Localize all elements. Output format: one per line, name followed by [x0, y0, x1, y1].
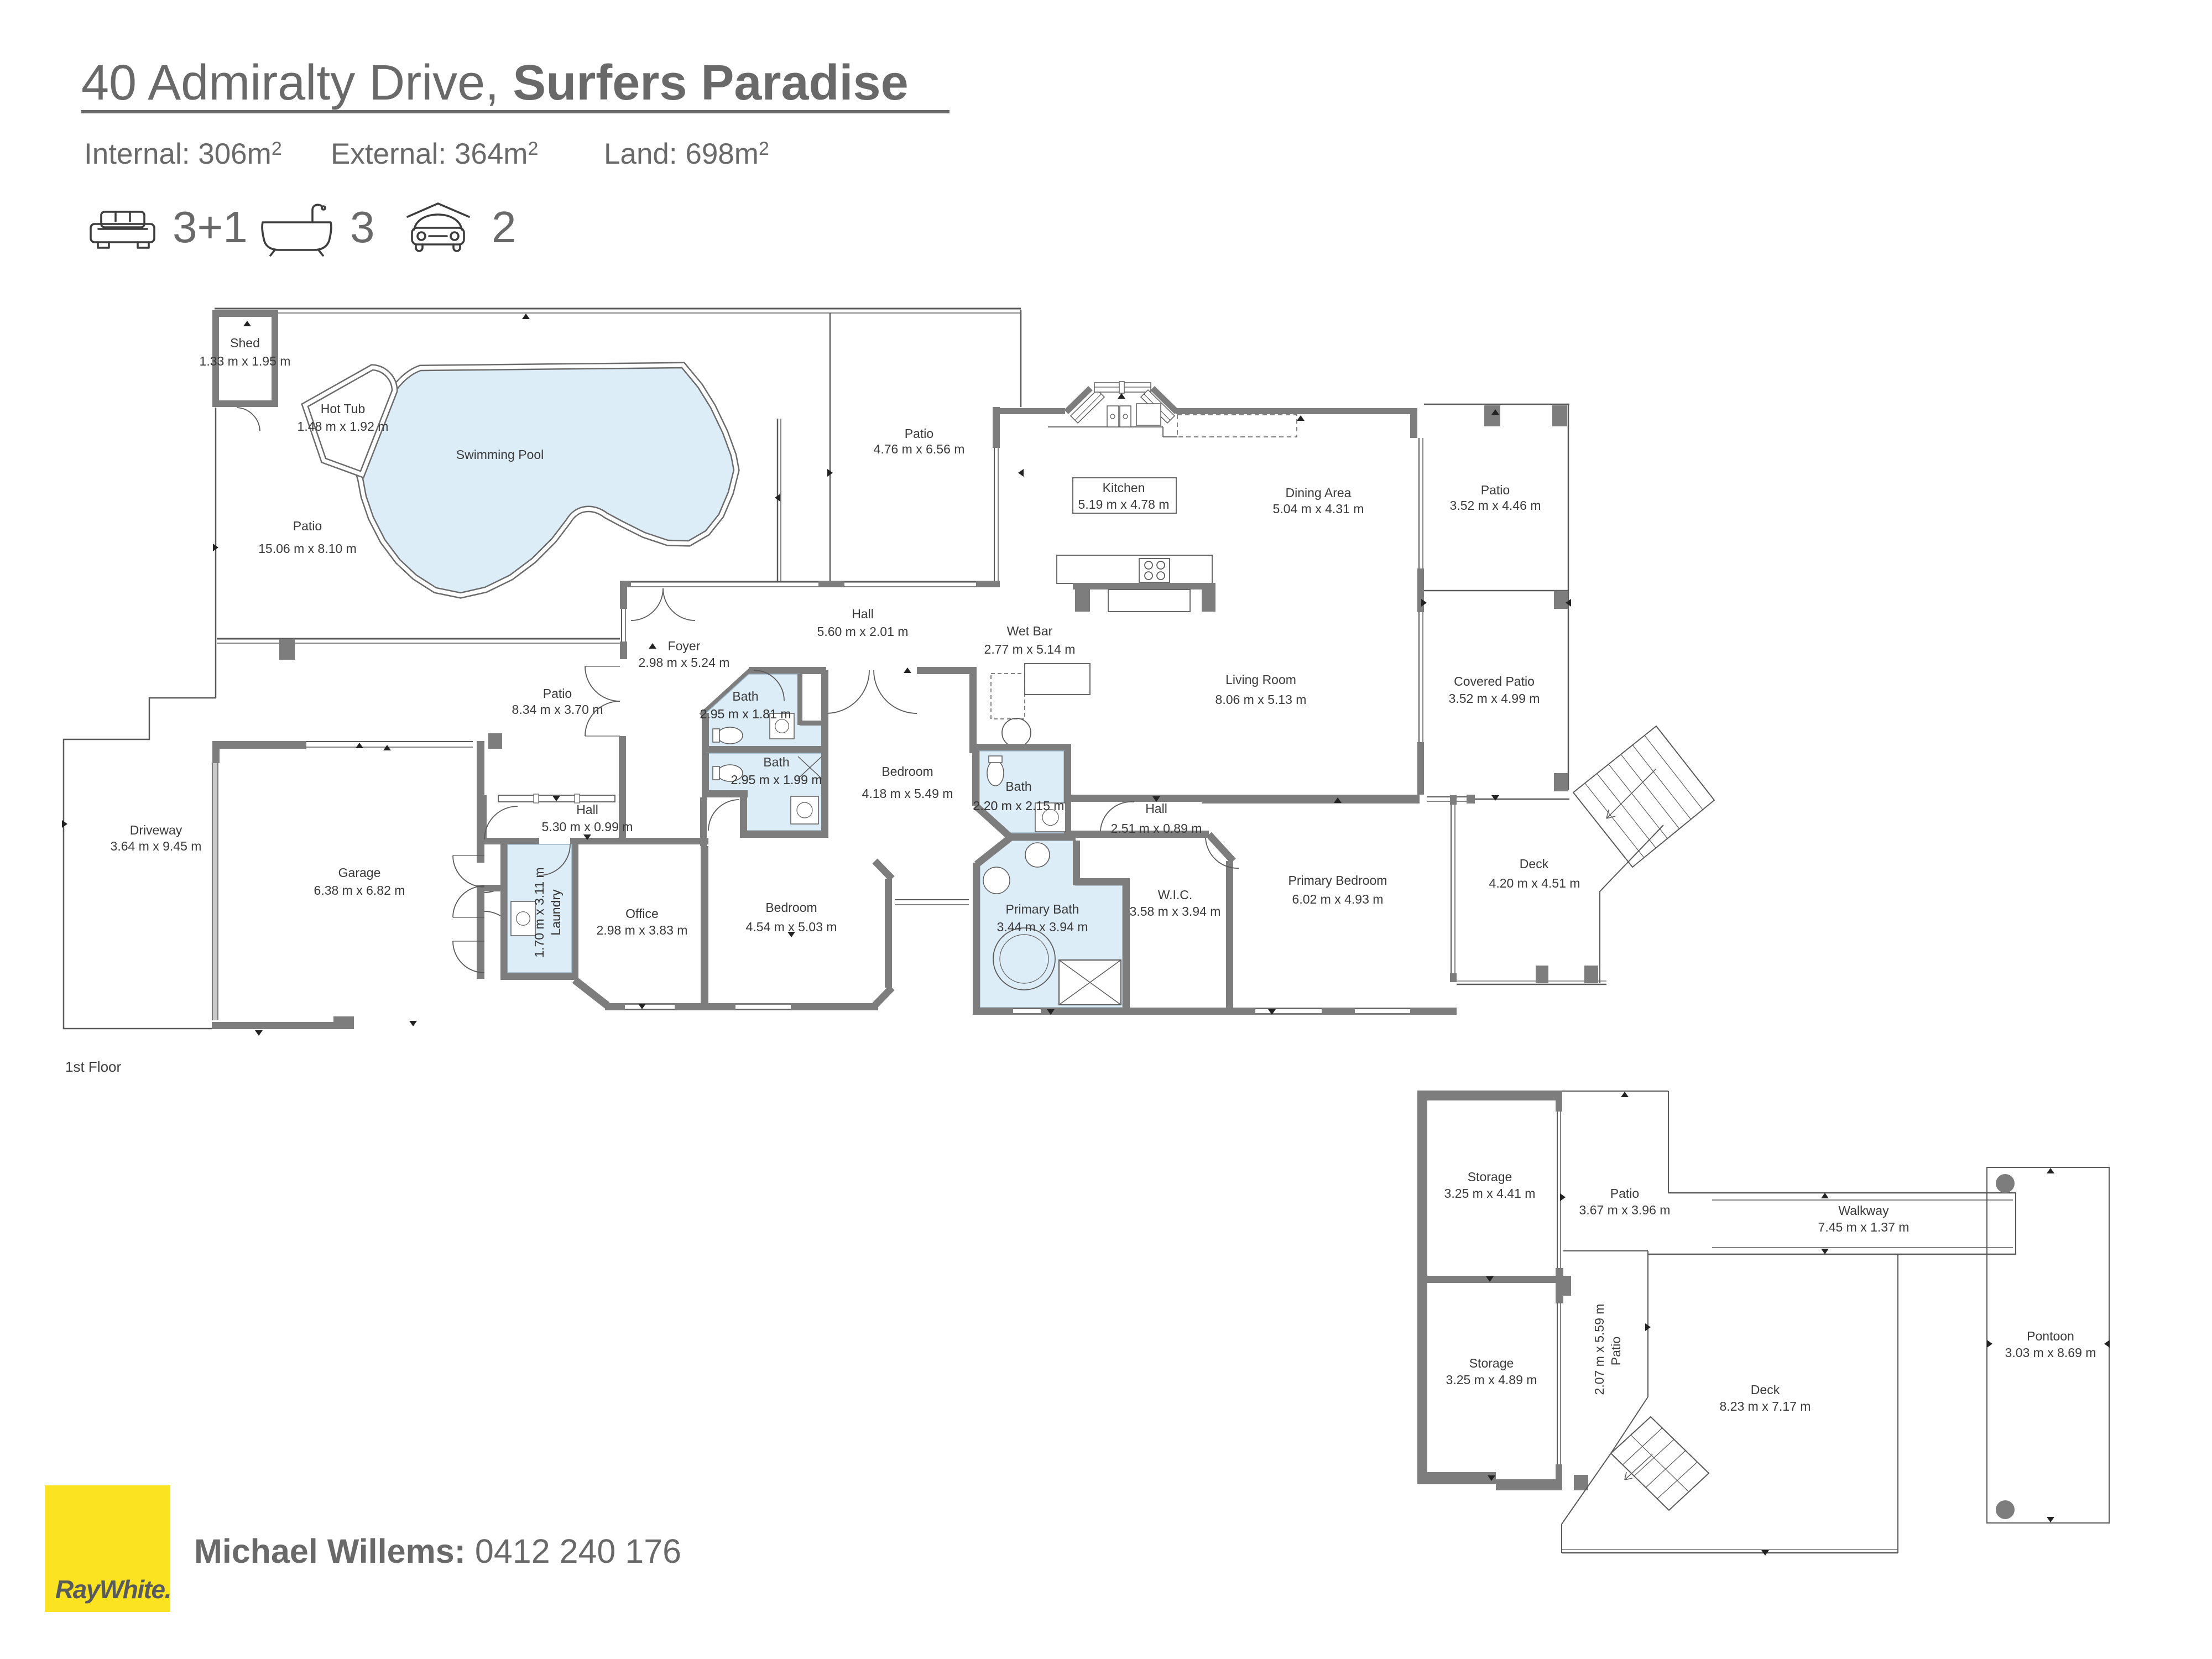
svg-text:Bath: Bath — [732, 689, 758, 703]
svg-text:8.34 m x 3.70 m: 8.34 m x 3.70 m — [512, 702, 603, 717]
svg-text:3.44 m x 3.94 m: 3.44 m x 3.94 m — [997, 920, 1088, 934]
svg-text:Patio: Patio — [1609, 1337, 1623, 1365]
svg-text:Shed: Shed — [230, 336, 260, 350]
svg-text:4.20 m x 4.51 m: 4.20 m x 4.51 m — [1489, 876, 1580, 890]
svg-text:7.45 m x 1.37 m: 7.45 m x 1.37 m — [1818, 1220, 1910, 1234]
svg-text:Garage: Garage — [338, 865, 381, 880]
svg-text:Foyer: Foyer — [668, 639, 701, 653]
svg-text:2.51 m x 0.89 m: 2.51 m x 0.89 m — [1111, 821, 1202, 836]
svg-text:5.60 m x 2.01 m: 5.60 m x 2.01 m — [817, 624, 909, 639]
svg-text:3+1: 3+1 — [173, 202, 248, 252]
svg-text:Covered Patio: Covered Patio — [1454, 674, 1535, 688]
svg-text:3.03 m x 8.69 m: 3.03 m x 8.69 m — [2005, 1345, 2096, 1360]
svg-text:3.52 m x 4.99 m: 3.52 m x 4.99 m — [1449, 691, 1540, 706]
svg-text:2.20 m x 2.15 m: 2.20 m x 2.15 m — [973, 799, 1065, 813]
svg-text:Deck: Deck — [1520, 857, 1549, 871]
svg-text:40 Admiralty Drive, Surfers Pa: 40 Admiralty Drive, Surfers Paradise — [81, 55, 909, 111]
svg-text:2.95 m x 1.81 m: 2.95 m x 1.81 m — [700, 707, 791, 721]
svg-text:Bath: Bath — [763, 755, 789, 769]
svg-text:4.54 m x 5.03 m: 4.54 m x 5.03 m — [746, 920, 837, 934]
svg-text:5.30 m x 0.99 m: 5.30 m x 0.99 m — [542, 820, 633, 834]
svg-text:RayWhite.: RayWhite. — [55, 1575, 171, 1604]
svg-text:Patio: Patio — [293, 519, 322, 533]
svg-text:Michael Willems: 0412 240 176: Michael Willems: 0412 240 176 — [194, 1532, 681, 1570]
svg-text:5.19 m x 4.78 m: 5.19 m x 4.78 m — [1078, 497, 1170, 512]
svg-text:1.48 m x 1.92 m: 1.48 m x 1.92 m — [298, 419, 389, 434]
svg-text:Walkway: Walkway — [1838, 1203, 1889, 1218]
svg-text:1.33 m x 1.95 m: 1.33 m x 1.95 m — [200, 354, 291, 368]
svg-text:Wet Bar: Wet Bar — [1007, 624, 1053, 638]
svg-text:3.25 m x 4.89 m: 3.25 m x 4.89 m — [1446, 1373, 1537, 1387]
svg-text:Patio: Patio — [543, 686, 572, 701]
svg-text:Primary Bath: Primary Bath — [1006, 902, 1079, 916]
svg-text:2.98 m x 5.24 m: 2.98 m x 5.24 m — [639, 655, 730, 670]
svg-text:Hall: Hall — [852, 607, 874, 621]
svg-text:Primary Bedroom: Primary Bedroom — [1288, 873, 1387, 888]
svg-text:3.64 m x 9.45 m: 3.64 m x 9.45 m — [111, 839, 202, 853]
svg-text:Dining Area: Dining Area — [1286, 486, 1352, 500]
svg-text:2: 2 — [492, 202, 517, 252]
svg-text:Pontoon: Pontoon — [2027, 1329, 2074, 1343]
svg-text:Laundry: Laundry — [549, 889, 563, 936]
svg-text:Bedroom: Bedroom — [881, 764, 933, 779]
svg-text:Hall: Hall — [576, 802, 598, 817]
svg-text:Kitchen: Kitchen — [1103, 481, 1145, 495]
svg-text:3.25 m x 4.41 m: 3.25 m x 4.41 m — [1444, 1186, 1536, 1201]
svg-text:Bath: Bath — [1005, 779, 1031, 794]
svg-text:Swimming Pool: Swimming Pool — [456, 447, 544, 462]
svg-text:Deck: Deck — [1751, 1383, 1780, 1397]
svg-text:8.06 m x 5.13 m: 8.06 m x 5.13 m — [1215, 692, 1307, 707]
svg-text:Patio: Patio — [905, 426, 933, 441]
svg-text:Laundry: Laundry — [549, 889, 563, 936]
svg-text:Hall: Hall — [1145, 801, 1167, 816]
svg-text:Office: Office — [625, 906, 659, 921]
svg-text:2.07 m x 5.59 m: 2.07 m x 5.59 m — [1592, 1304, 1606, 1395]
svg-text:Bedroom: Bedroom — [765, 900, 817, 915]
svg-text:Patio: Patio — [1481, 483, 1510, 497]
svg-text:3.52 m x 4.46 m: 3.52 m x 4.46 m — [1450, 498, 1541, 513]
svg-text:3.67 m x 3.96 m: 3.67 m x 3.96 m — [1579, 1203, 1671, 1217]
svg-text:4.76 m x 6.56 m: 4.76 m x 6.56 m — [874, 442, 965, 456]
svg-text:3.58 m x 3.94 m: 3.58 m x 3.94 m — [1130, 904, 1221, 919]
svg-text:Driveway: Driveway — [130, 823, 182, 837]
svg-text:Hot Tub: Hot Tub — [321, 401, 366, 416]
svg-text:2.95 m x 1.99 m: 2.95 m x 1.99 m — [731, 773, 822, 787]
svg-text:4.18 m x 5.49 m: 4.18 m x 5.49 m — [862, 786, 953, 801]
svg-text:Storage: Storage — [1469, 1356, 1514, 1370]
svg-text:1st Floor: 1st Floor — [65, 1058, 121, 1075]
svg-text:6.02 m x 4.93 m: 6.02 m x 4.93 m — [1292, 892, 1384, 906]
svg-text:Patio: Patio — [1610, 1186, 1639, 1201]
svg-text:W.I.C.: W.I.C. — [1158, 888, 1193, 902]
svg-text:Living Room: Living Room — [1225, 672, 1296, 687]
svg-text:2.77 m x 5.14 m: 2.77 m x 5.14 m — [984, 642, 1076, 656]
svg-text:2.95 m x 1.99 m: 2.95 m x 1.99 m — [731, 773, 822, 787]
svg-text:Storage: Storage — [1468, 1170, 1512, 1184]
svg-text:8.23 m x 7.17 m: 8.23 m x 7.17 m — [1720, 1399, 1811, 1413]
svg-text:15.06 m x 8.10 m: 15.06 m x 8.10 m — [258, 541, 357, 556]
svg-text:3: 3 — [350, 202, 375, 252]
svg-text:5.04 m x 4.31 m: 5.04 m x 4.31 m — [1273, 502, 1364, 516]
svg-text:6.38 m x 6.82 m: 6.38 m x 6.82 m — [314, 883, 405, 898]
svg-text:2.98 m x 3.83 m: 2.98 m x 3.83 m — [597, 923, 688, 937]
svg-text:1.70 m x 3.11 m: 1.70 m x 3.11 m — [532, 867, 546, 957]
